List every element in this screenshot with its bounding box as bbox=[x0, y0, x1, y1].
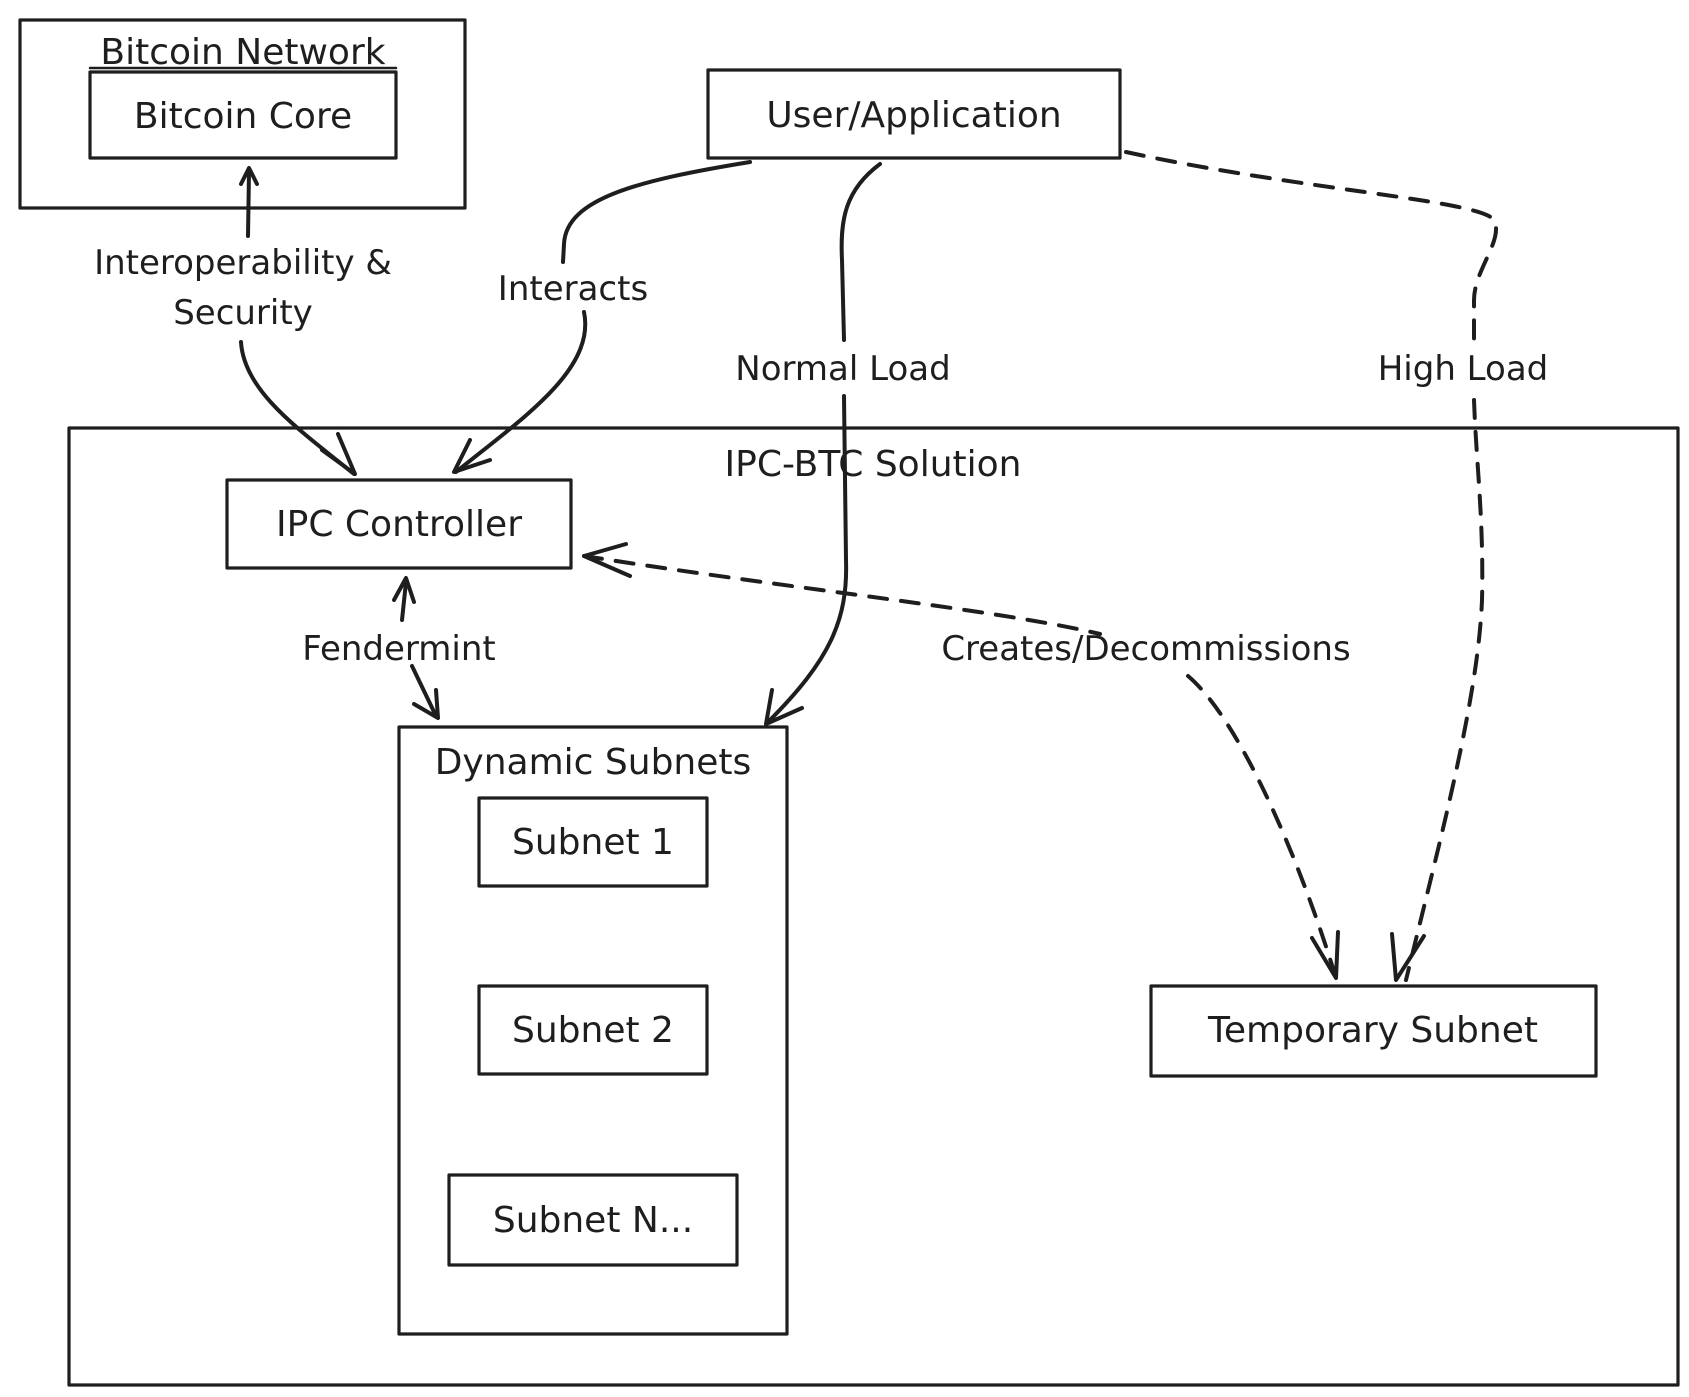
interop-arrowhead-lower bbox=[320, 432, 357, 476]
creates-arrowhead-down bbox=[1310, 930, 1340, 980]
bitcoin-core-node[interactable] bbox=[88, 70, 398, 160]
high-load-edge-upper bbox=[1124, 150, 1498, 342]
subnet-2-node[interactable] bbox=[477, 984, 709, 1076]
dynamic-subnets-group bbox=[397, 725, 789, 1336]
fendermint-edge-lower bbox=[410, 664, 438, 718]
interop-label-line1: Interoperability & bbox=[94, 243, 392, 283]
interop-label-line2: Security bbox=[173, 293, 313, 333]
normal-load-label: Normal Load bbox=[735, 349, 950, 389]
ipc-controller-node[interactable] bbox=[225, 478, 573, 570]
temporary-subnet-label: Temporary Subnet bbox=[1207, 1010, 1538, 1051]
dynamic-subnets-title: Dynamic Subnets bbox=[435, 742, 752, 783]
interacts-arrowhead bbox=[452, 438, 492, 474]
high-load-label: High Load bbox=[1378, 349, 1549, 389]
bitcoin-network-group bbox=[18, 18, 467, 210]
fendermint-label: Fendermint bbox=[302, 629, 496, 669]
subnet-n-label: Subnet N... bbox=[493, 1200, 693, 1241]
fendermint-arrowhead-down bbox=[412, 688, 440, 720]
ipc-btc-solution-group bbox=[67, 426, 1680, 1387]
ipc-controller-label: IPC Controller bbox=[276, 504, 522, 545]
bitcoin-core-label: Bitcoin Core bbox=[134, 96, 352, 137]
user-application-node[interactable] bbox=[706, 68, 1122, 160]
subnet-1-node[interactable] bbox=[477, 796, 709, 888]
high-load-arrowhead bbox=[1390, 932, 1426, 982]
subnet-n-node[interactable] bbox=[447, 1173, 739, 1267]
high-load-edge-lower bbox=[1404, 398, 1485, 982]
interop-edge-upper bbox=[246, 170, 251, 238]
subnet-2-label: Subnet 2 bbox=[512, 1010, 674, 1051]
interop-arrowhead bbox=[239, 166, 259, 186]
user-application-label: User/Application bbox=[766, 95, 1061, 136]
ipc-btc-solution-title: IPC-BTC Solution bbox=[725, 444, 1022, 485]
creates-edge-upper bbox=[582, 554, 1102, 636]
bitcoin-network-title: Bitcoin Network bbox=[100, 32, 385, 73]
subnet-1-label: Subnet 1 bbox=[512, 822, 674, 863]
creates-decommissions-label: Creates/Decommissions bbox=[941, 629, 1350, 669]
fendermint-edge-upper bbox=[400, 580, 408, 622]
interacts-edge-upper bbox=[561, 160, 752, 264]
normal-load-edge-lower bbox=[766, 394, 849, 724]
normal-load-edge-upper bbox=[839, 162, 882, 342]
fendermint-arrowhead-up bbox=[392, 576, 416, 604]
temporary-subnet-node[interactable] bbox=[1149, 984, 1598, 1078]
interacts-edge-lower bbox=[454, 310, 588, 474]
interop-edge-lower bbox=[239, 340, 356, 476]
interacts-label: Interacts bbox=[498, 269, 648, 309]
creates-arrowhead-left bbox=[582, 542, 632, 578]
creates-edge-lower bbox=[1186, 674, 1338, 980]
normal-load-arrowhead bbox=[764, 688, 804, 726]
